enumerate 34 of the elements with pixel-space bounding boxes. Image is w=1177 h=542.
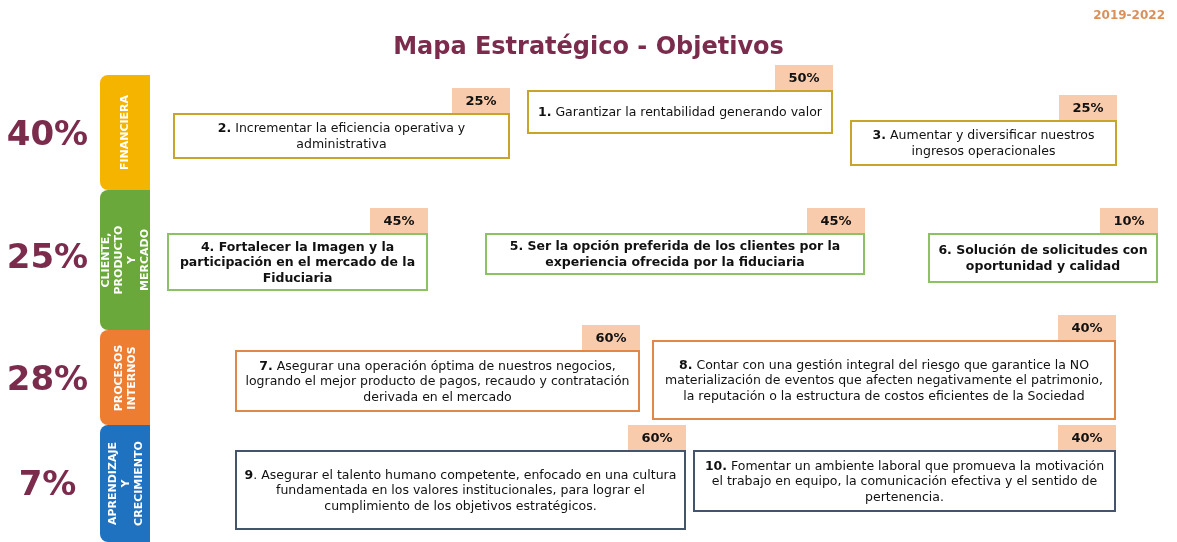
- objective-text: 9. Asegurar el talento humano competente, enfocado en una cultura fundamentada en los valores institucionales, para lograr el cumplimiento de los objetivos estratégicos.: [243, 465, 678, 515]
- weight-badge: 45%: [807, 208, 865, 233]
- weight-badge: 45%: [370, 208, 428, 233]
- objective-text: 3. Aumentar y diversificar nuestros ingresos operacionales: [871, 126, 1096, 160]
- weight-percentage: 28%: [5, 358, 90, 398]
- weight-badge: 10%: [1100, 208, 1158, 233]
- tab-label: APRENDIZAJE Y CRECIMIENTO: [105, 441, 145, 526]
- weight-badge: 60%: [582, 325, 640, 350]
- category-tab: [100, 75, 150, 190]
- objective-text: 10. Fomentar un ambiente laboral que promueva la motivación el trabajo en equipo, la comunicación efectiva y el sentido de pertenencia.: [703, 456, 1106, 506]
- objective-text: 8. Contar con una gestión integral del riesgo que garantice la NO materialización de eventos que afecten negativamente el patrimonio, la reputación o la estructura de costos eficientes de la Sociedad: [664, 355, 1104, 405]
- objective-text: 1. Garantizar la rentabilidad generando valor: [536, 103, 823, 122]
- tab-label: CLIENTE, PRODUCTO Y MERCADO: [99, 225, 151, 295]
- weight-percentage: 25%: [5, 236, 90, 276]
- diagram-title: Mapa Estratégico - Objetivos: [392, 32, 785, 60]
- weight-badge: 25%: [1059, 95, 1117, 120]
- tab-label: FINANCIERA: [118, 94, 132, 171]
- weight-badge: 40%: [1058, 315, 1116, 340]
- objective-text: 2. Incrementar la eficiencia operativa y administrativa: [216, 119, 467, 153]
- objective-text: 7. Asegurar una operación óptima de nuestros negocios, logrando el mejor producto de pagos, recaudo y contratación derivada en el mercado: [244, 356, 631, 406]
- objective-text: 6. Solución de solicitudes con oportunidad y calidad: [937, 241, 1149, 275]
- weight-badge: 50%: [775, 65, 833, 90]
- weight-badge: 60%: [628, 425, 686, 450]
- category-tab: [100, 190, 150, 330]
- weight-percentage: 40%: [5, 113, 90, 153]
- objective-text: 5. Ser la opción preferida de los clientes por la experiencia ofrecida por la fiduciaria: [508, 237, 842, 271]
- year-range-label: 2019-2022: [1093, 8, 1165, 22]
- weight-badge: 25%: [452, 88, 510, 113]
- category-tab: [100, 330, 150, 425]
- tab-label: PROCESOS INTERNOS: [112, 344, 138, 411]
- weight-percentage: 7%: [17, 463, 78, 503]
- weight-badge: 40%: [1058, 425, 1116, 450]
- objective-text: 4. Fortalecer la Imagen y la participación en el mercado de la Fiduciaria: [178, 237, 417, 287]
- category-tab: [100, 425, 150, 542]
